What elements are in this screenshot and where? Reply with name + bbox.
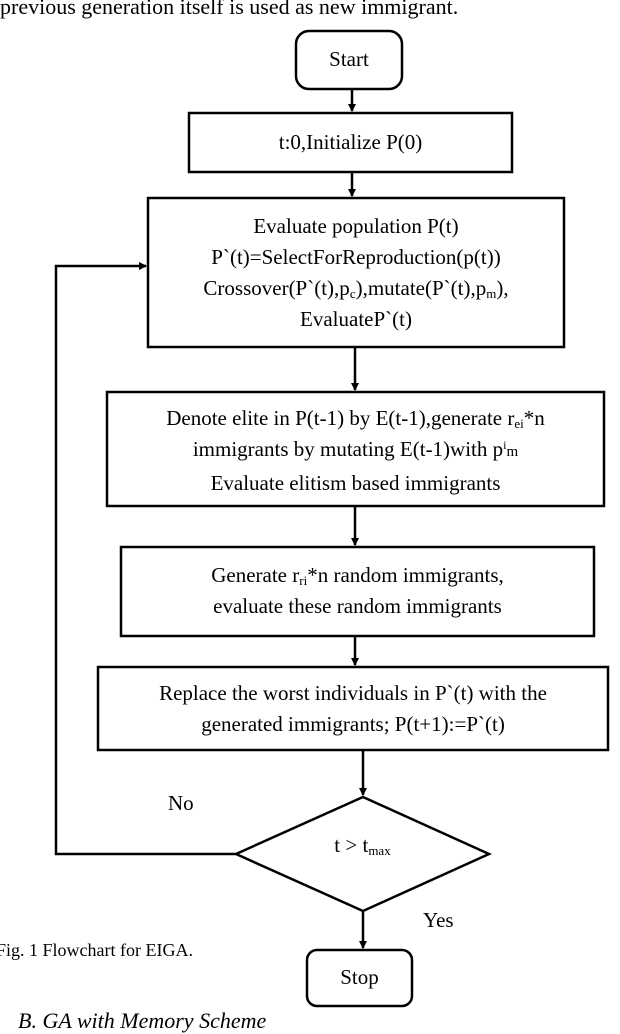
edge-label-no: No — [168, 791, 194, 815]
evaluate-line-2: P`(t)=SelectForReproduction(p(t)) — [211, 245, 501, 269]
replace-label: Replace the worst individuals in P`(t) w… — [98, 678, 608, 740]
random-label: Generate rri*n random immigrants, evalua… — [121, 560, 594, 622]
replace-line-1: Replace the worst individuals in P`(t) w… — [159, 681, 547, 705]
init-node — [187, 111, 514, 174]
elite-line-1: Denote elite in P(t-1) by E(t-1),generat… — [166, 406, 545, 431]
evaluate-line-4: EvaluateP`(t) — [300, 307, 412, 331]
figure-caption: Fig. 1 Flowchart for EIGA. — [0, 940, 193, 960]
elite-line-3: Evaluate elitism based immigrants — [210, 471, 501, 495]
evaluate-line-1: Evaluate population P(t) — [253, 214, 459, 238]
elite-label: Denote elite in P(t-1) by E(t-1),generat… — [107, 403, 604, 499]
random-line-2: evaluate these random immigrants — [213, 594, 502, 618]
decision-node — [232, 795, 493, 913]
evaluate-label: Evaluate population P(t) P`(t)=SelectFor… — [148, 211, 564, 335]
evaluate-line-3: Crossover(P`(t),pc),mutate(P`(t),pm), — [203, 276, 509, 301]
start-label: Start — [329, 47, 369, 71]
top-text: previous generation itself is used as ne… — [0, 0, 459, 19]
edge-label-yes: Yes — [423, 908, 454, 932]
random-line-1: Generate rri*n random immigrants, — [211, 563, 504, 588]
start-node — [294, 29, 404, 91]
bottom-text: B. GA with Memory Scheme — [18, 1008, 267, 1033]
replace-line-2: generated immigrants; P(t+1):=P`(t) — [201, 712, 505, 736]
decision-label: t > tmax — [334, 833, 391, 858]
arrow-no-loop-back — [54, 262, 236, 856]
stop-node — [305, 948, 414, 1008]
stop-label: Stop — [340, 965, 379, 989]
elite-line-2: immigrants by mutating E(t-1)with pim — [192, 437, 519, 461]
random-immigrants-node — [119, 545, 596, 638]
init-label: t:0,Initialize P(0) — [278, 130, 423, 154]
replace-node — [96, 665, 610, 752]
evaluate-node — [146, 196, 566, 349]
elite-node — [105, 390, 606, 508]
